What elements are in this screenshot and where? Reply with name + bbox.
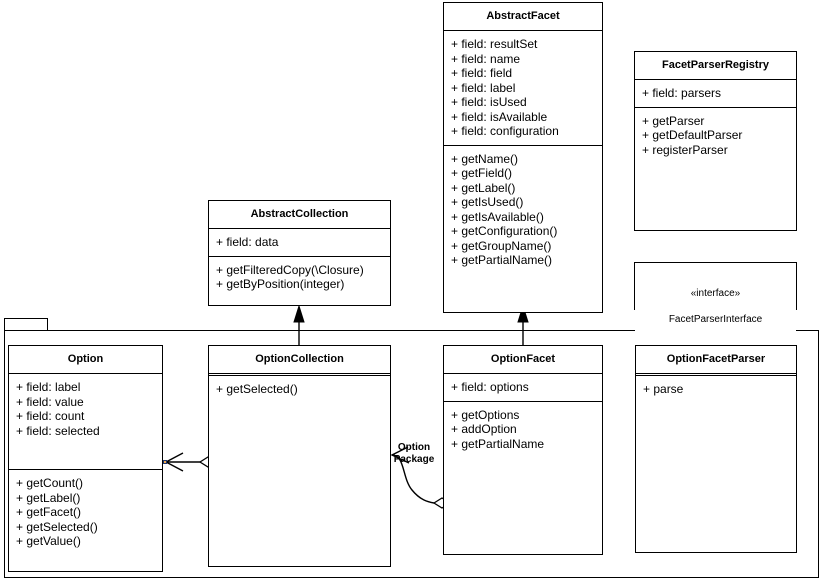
class-operations-facet-parser-registry: + getParser + getDefaultParser + registe…	[635, 108, 796, 231]
class-name-facet-parser-registry: FacetParserRegistry	[635, 52, 796, 80]
class-operations-abstract-facet: + getName() + getField() + getLabel() + …	[444, 146, 602, 313]
association-label-option-package: Option Package	[393, 442, 435, 465]
operation: + getConfiguration()	[451, 224, 558, 238]
operation: + getFilteredCopy(\Closure)	[216, 262, 364, 277]
operation: + getField()	[451, 166, 513, 180]
attribute: + field: parsers	[642, 86, 722, 100]
attribute: + field: options	[451, 380, 529, 394]
class-box-facet-parser-interface[interactable]: «interface» FacetParserInterface	[634, 262, 797, 346]
attribute: + field: count	[16, 409, 85, 423]
operation: + parse	[643, 382, 684, 396]
class-name-option-facet-parser: OptionFacetParser	[636, 346, 796, 374]
class-attributes-option: + field: label + field: value + field: c…	[9, 374, 162, 470]
class-box-abstract-facet[interactable]: AbstractFacet + field: resultSet + field…	[443, 2, 603, 313]
attribute: + field: configuration	[451, 124, 559, 138]
operation: + getFacet()	[16, 505, 82, 519]
class-name-abstract-collection: AbstractCollection	[209, 201, 390, 229]
class-name-option-facet: OptionFacet	[444, 346, 602, 374]
class-box-option[interactable]: Option + field: label + field: value + f…	[8, 345, 163, 572]
operation: + getParser	[642, 113, 705, 128]
attribute: + field: name	[451, 51, 521, 66]
operation: + getPartialName()	[451, 253, 553, 267]
interface-stereotype: «interface»	[690, 288, 741, 299]
interface-name: FacetParserInterface	[668, 314, 763, 325]
attribute: + field: isAvailable	[451, 109, 548, 124]
operation: + getPartialName	[451, 436, 545, 451]
class-name-option-collection: OptionCollection	[209, 346, 390, 374]
operation: + getGroupName()	[451, 238, 552, 253]
class-operations-option: + getCount() + getLabel() + getFacet() +…	[9, 470, 162, 571]
class-name-option: Option	[9, 346, 162, 374]
operation: + addOption	[451, 422, 517, 436]
class-attributes-abstract-collection: + field: data	[209, 229, 390, 257]
operation: + getByPosition(integer)	[216, 277, 345, 291]
operation: + getName()	[451, 151, 519, 166]
class-operations-option-facet-parser: + parse	[636, 376, 796, 552]
operation: + getIsAvailable()	[451, 209, 544, 224]
class-box-facet-parser-registry[interactable]: FacetParserRegistry + field: parsers + g…	[634, 51, 797, 231]
attribute: + field: value	[16, 394, 84, 409]
operation: + registerParser	[642, 142, 728, 157]
attribute: + field: resultSet	[451, 37, 538, 51]
attribute: + field: data	[216, 235, 279, 249]
operation: + getDefaultParser	[642, 128, 743, 142]
class-box-option-collection[interactable]: OptionCollection + getSelected()	[208, 345, 391, 567]
class-attributes-option-facet-parser	[636, 374, 796, 376]
attribute: + field: selected	[16, 423, 100, 438]
class-name-abstract-facet: AbstractFacet	[444, 3, 602, 31]
class-attributes-option-facet: + field: options	[444, 374, 602, 402]
operation: + getIsUsed()	[451, 195, 524, 209]
association-anchor-dot	[163, 460, 167, 464]
class-attributes-facet-parser-registry: + field: parsers	[635, 80, 796, 108]
class-attributes-option-collection	[209, 374, 390, 376]
attribute: + field: field	[451, 66, 513, 80]
class-box-abstract-collection[interactable]: AbstractCollection + field: data + getFi…	[208, 200, 391, 306]
class-attributes-abstract-facet: + field: resultSet + field: name + field…	[444, 31, 602, 146]
operation: + getLabel()	[16, 490, 81, 505]
attribute: + field: label	[451, 80, 516, 95]
operation: + getLabel()	[451, 180, 516, 195]
class-box-option-facet[interactable]: OptionFacet + field: options + getOption…	[443, 345, 603, 555]
operation: + getSelected()	[16, 519, 98, 534]
package-tab	[4, 318, 48, 330]
operation: + getCount()	[16, 476, 84, 490]
class-operations-option-collection: + getSelected()	[209, 376, 390, 566]
class-operations-option-facet: + getOptions + addOption + getPartialNam…	[444, 402, 602, 555]
operation: + getValue()	[16, 534, 81, 548]
operation: + getOptions	[451, 407, 520, 422]
attribute: + field: label	[16, 380, 81, 394]
package-frame	[4, 330, 819, 578]
class-operations-abstract-collection: + getFilteredCopy(\Closure) + getByPosit…	[209, 257, 390, 306]
operation: + getSelected()	[216, 382, 298, 396]
interface-name-facet-parser-interface: «interface» FacetParserInterface	[635, 263, 796, 346]
attribute: + field: isUsed	[451, 95, 527, 109]
class-box-option-facet-parser[interactable]: OptionFacetParser + parse	[635, 345, 797, 553]
